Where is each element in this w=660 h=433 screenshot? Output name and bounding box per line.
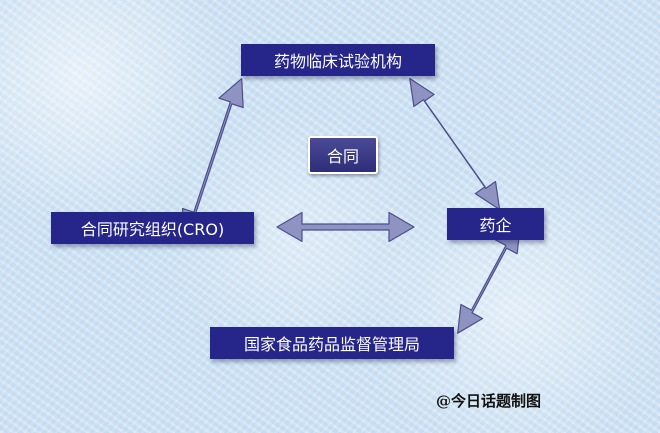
watermark-caption: @今日话题制图 [436, 392, 542, 410]
contract-badge: 合同 [308, 136, 378, 174]
trial-institution-node: 药物临床试验机构 [241, 44, 435, 76]
arrow-trial-pharma [409, 77, 501, 211]
cro-node: 合同研究组织(CRO) [51, 212, 254, 244]
pharma-company-node: 药企 [447, 208, 544, 240]
arrow-nmpa-pharma [457, 224, 521, 334]
arrow-cro-pharma [276, 211, 415, 243]
drug-administration-node: 国家食品药品监督管理局 [210, 327, 454, 359]
